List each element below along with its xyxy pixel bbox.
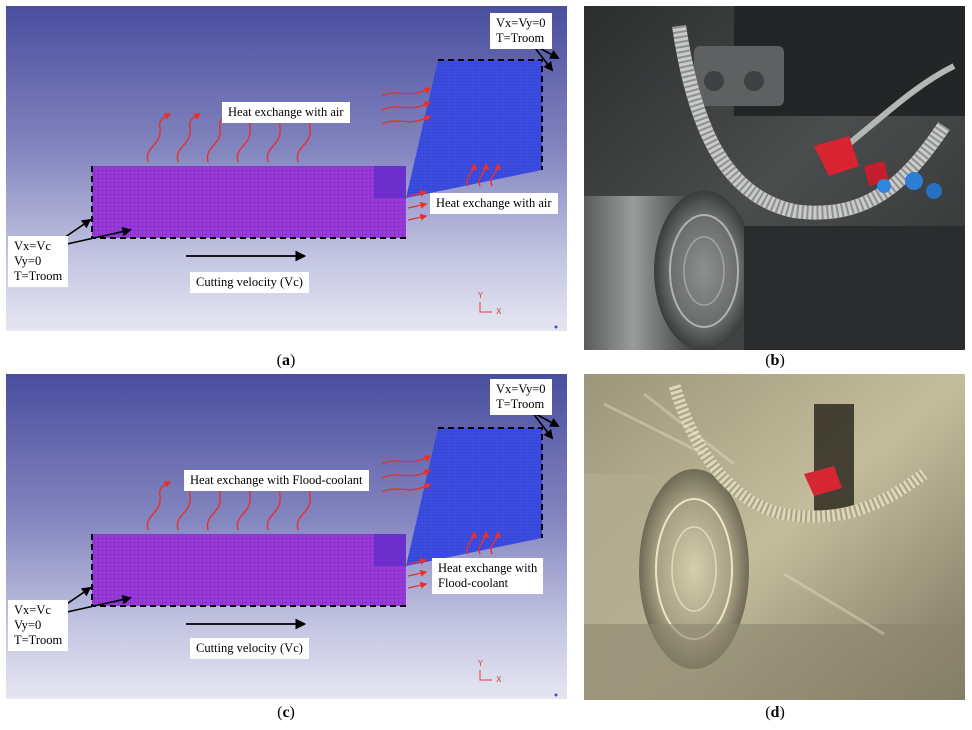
bc-pointer-arrow-2 [57, 226, 132, 247]
machining-photo-flood-coolant [584, 374, 965, 700]
heat-arrow-workpiece-1 [407, 189, 428, 197]
cutting-velocity-label: Cutting velocity (Vc) [190, 638, 309, 659]
heat-arrow-tool-2 [381, 101, 432, 111]
heat-arrow-tool-3 [381, 115, 432, 125]
right-heat-exchange-label: Heat exchange with air [430, 193, 558, 214]
top-heat-exchange-label: Heat exchange with Flood-coolant [184, 470, 369, 491]
corner-marker [554, 693, 558, 697]
heat-arrow-flank-1 [466, 530, 478, 555]
top-heat-exchange-label: Heat exchange with air [222, 102, 350, 123]
heat-arrow-workpiece-3 [407, 213, 428, 221]
heat-arrow-tool-3 [381, 483, 432, 493]
tool-boundary-dashed [438, 427, 543, 538]
heat-arrow-flank-3 [490, 530, 502, 555]
caption-d: (d) [765, 704, 785, 721]
axis-triad [479, 670, 492, 681]
heat-arrow-workpiece-3 [407, 581, 428, 589]
tool-boundary-condition-label: Vx=Vy=0 T=Troom [490, 13, 552, 49]
heat-arrow-workpiece-2 [407, 569, 428, 577]
cutting-velocity-label: Cutting velocity (Vc) [190, 272, 309, 293]
bc-pointer-arrow-2 [57, 594, 132, 615]
caption-c: (c) [277, 704, 295, 721]
axis-x-label: X [496, 675, 502, 684]
corner-marker [554, 325, 558, 329]
refined-mesh-zone [374, 166, 406, 198]
heat-arrow-tool-2 [381, 469, 432, 479]
tool-bc-velocity: Vx=Vy=0 [496, 16, 546, 30]
refined-mesh-zone [374, 534, 406, 566]
lathe-photo-illustration-b [584, 6, 965, 350]
workpiece-mesh [92, 166, 406, 238]
heat-arrow-workpiece-1 [407, 557, 428, 565]
tool-mesh [406, 60, 542, 198]
heat-arrow-tool-1 [381, 87, 432, 97]
workpiece-mesh [92, 534, 406, 606]
machining-photo-dry [584, 6, 965, 350]
caption-b: (b) [765, 352, 785, 369]
heat-arrow-tool-1 [381, 455, 432, 465]
fe-model-diagram-a: YX [57, 43, 560, 329]
workpiece-boundary-condition-label: Vx=Vc Vy=0 T=Troom [8, 236, 69, 287]
axis-x-label: X [496, 307, 502, 316]
heat-arrow-flank-2 [478, 530, 490, 555]
tool-bc-temperature: T=Troom [496, 31, 545, 45]
heat-arrow-flank-2 [478, 162, 490, 187]
axis-y-label: Y [477, 659, 483, 668]
right-heat-exchange-label: Heat exchange with Flood-coolant [432, 558, 544, 594]
heat-arrow-workpiece-2 [407, 201, 428, 209]
heat-arrow-top-1 [146, 113, 172, 163]
axis-y-label: Y [477, 291, 483, 300]
caption-a: (a) [276, 352, 296, 369]
heat-arrow-flank-1 [466, 162, 478, 187]
workpiece-boundary-condition-label: Vx=Vc Vy=0 T=Troom [8, 600, 69, 651]
tool-boundary-condition-label: Vx=Vy=0 T=Troom [490, 379, 552, 415]
tool-boundary-dashed [438, 59, 543, 170]
heat-arrow-top-2 [176, 113, 202, 163]
lathe-photo-illustration-d [584, 374, 965, 700]
heat-arrow-flank-3 [490, 162, 502, 187]
tool-bc-pointer-arrow-1 [531, 411, 554, 440]
fe-model-diagram-c: YX [57, 411, 560, 697]
heat-arrow-top-1 [146, 481, 172, 531]
axis-triad [479, 302, 492, 313]
tool-mesh [406, 428, 542, 566]
